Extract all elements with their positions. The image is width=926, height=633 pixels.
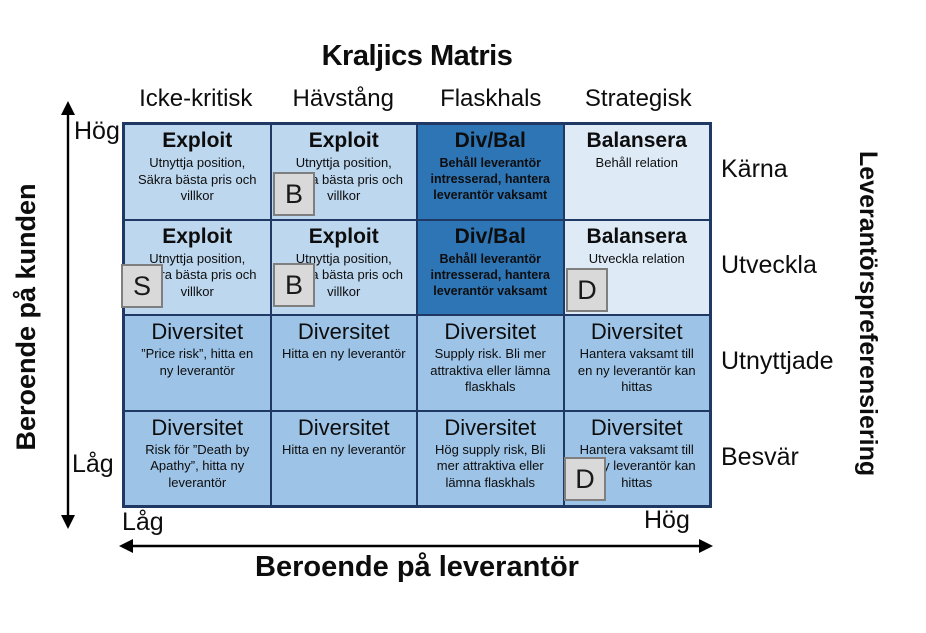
cell-body: Risk för ”Death by Apathy”, hitta ny lev… (145, 441, 250, 490)
marker-d-strategisk-utveckla: D (566, 268, 608, 312)
right-axis-title: Leverantörspreferensiering (854, 151, 882, 477)
cell-body: Hantera vaksamt till en ny leverantör ka… (577, 346, 696, 395)
left-axis-low-label: Låg (72, 450, 114, 478)
cell-heading: Exploit (162, 129, 233, 152)
cell-body: Utnyttja position, Säkra bästa pris och … (137, 250, 257, 299)
matrix-cell-r1c3: Div/Bal Behåll leverantör intresserad, h… (417, 124, 564, 220)
left-axis-title: Beroende på kunden (11, 183, 41, 451)
column-header-strategisk: Strategisk (584, 85, 692, 112)
row-label-besvar: Besvär (721, 443, 799, 471)
cell-heading: Balansera (586, 129, 687, 152)
row-label-karna: Kärna (721, 155, 788, 183)
cell-body: Hitta en ny leverantör (281, 441, 406, 457)
matrix-cell-r3c4: Diversitet Hantera vaksamt till en ny le… (563, 315, 710, 411)
row-label-utnyttjade: Utnyttjade (721, 347, 834, 375)
matrix-cell-r4c2: Diversitet Hitta en ny leverantör (270, 410, 417, 506)
bottom-axis-high-label: Hög (644, 506, 690, 534)
matrix-cell-r3c3: Diversitet Supply risk. Bli mer attrakti… (417, 315, 564, 411)
column-header-havstang: Hävstång (292, 85, 394, 112)
bottom-axis-low-label: Låg (122, 508, 164, 536)
matrix-cell-r3c2: Diversitet Hitta en ny leverantör (270, 315, 417, 411)
cell-heading: Exploit (308, 224, 379, 248)
cell-heading: Diversitet (590, 414, 683, 440)
matrix-cell-r2c3: Div/Bal Behåll leverantör intresserad, h… (417, 219, 564, 315)
matrix-cell-r4c1: Diversitet Risk för ”Death by Apathy”, h… (124, 410, 271, 506)
cell-heading: Exploit (308, 129, 379, 152)
cell-heading: Diversitet (297, 319, 390, 344)
cell-heading: Diversitet (151, 414, 244, 440)
marker-b-havstang-utveckla: B (273, 263, 315, 307)
matrix-grid: Exploit Utnyttja position, Säkra bästa p… (122, 122, 712, 508)
cell-body: Hitta en ny leverantör (281, 346, 406, 361)
cell-body: Behåll leverantör intresserad, hantera l… (430, 251, 551, 298)
cell-heading: Exploit (162, 224, 233, 248)
cell-body: ”Price risk”, hitta en ny leverantör (141, 346, 254, 378)
cell-heading: Div/Bal (454, 129, 526, 152)
matrix-cell-r1c4: Balansera Behåll relation (563, 124, 710, 220)
row-label-utveckla: Utveckla (721, 251, 817, 279)
marker-s-icke-kritisk-utveckla: S (121, 264, 163, 308)
cell-heading: Diversitet (297, 414, 390, 440)
marker-d-strategisk-besvar: D (564, 457, 606, 501)
cell-body: Hög supply risk, Bli mer attraktiva elle… (434, 441, 546, 490)
cell-body: Behåll relation (595, 155, 678, 170)
cell-body: Behåll leverantör intresserad, hantera l… (430, 156, 551, 202)
cell-heading: Div/Bal (454, 224, 526, 248)
left-axis-high-label: Hög (74, 117, 120, 145)
marker-b-havstang-karna: B (273, 172, 315, 216)
matrix-cell-r3c1: Diversitet ”Price risk”, hitta en ny lev… (124, 315, 271, 411)
cell-heading: Diversitet (444, 414, 537, 440)
bottom-axis-title: Beroende på leverantör (255, 551, 579, 583)
cell-heading: Balansera (586, 224, 687, 248)
diagram-title: Kraljics Matris (321, 40, 513, 72)
cell-heading: Diversitet (444, 319, 537, 344)
cell-body: Supply risk. Bli mer attraktiva eller lä… (430, 346, 551, 395)
cell-body: Utveckla relation (588, 250, 685, 266)
matrix-cell-r4c3: Diversitet Hög supply risk, Bli mer attr… (417, 410, 564, 506)
column-header-flaskhals: Flaskhals (440, 85, 542, 112)
column-headers: Icke-kritisk Hävstång Flaskhals Strategi… (122, 84, 712, 114)
matrix-cell-r1c1: Exploit Utnyttja position, Säkra bästa p… (124, 124, 271, 220)
cell-heading: Diversitet (151, 319, 244, 344)
cell-heading: Diversitet (590, 319, 683, 344)
column-header-icke-kritisk: Icke-kritisk (139, 85, 253, 112)
cell-body: Utnyttja position, Säkra bästa pris och … (137, 155, 257, 204)
cell-body: Hantera vaksamt till en ny leverantör ka… (577, 441, 696, 490)
